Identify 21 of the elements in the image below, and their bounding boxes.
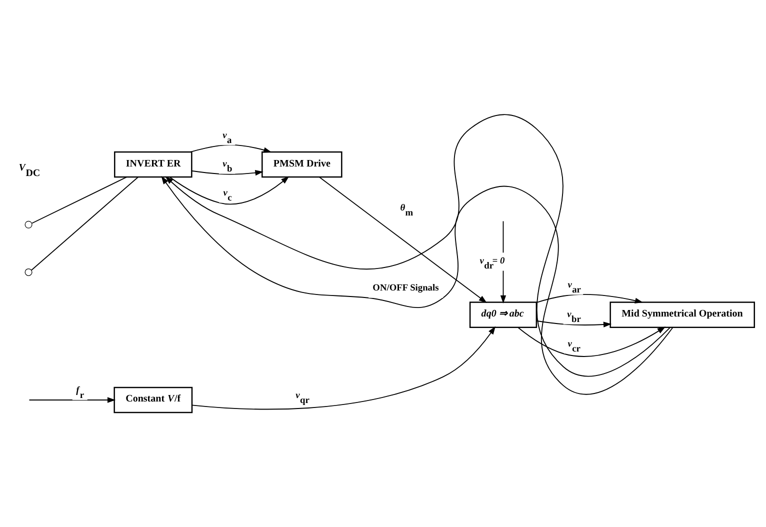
node-box: PMSM Drive: [262, 151, 342, 178]
node-box: INVERT ER: [114, 151, 192, 178]
arrow: [28, 397, 116, 403]
arrow: [536, 294, 644, 304]
arrow: [191, 170, 264, 176]
node-circle: [24, 268, 32, 276]
arrow: [536, 320, 612, 328]
arrow: [318, 176, 487, 304]
node-box: Mid Symmetrical Operation: [610, 302, 755, 328]
node-box: dq0 ⇒ abc: [469, 302, 538, 328]
arrow: [169, 176, 290, 205]
connector: [31, 176, 139, 271]
edge-label: ON/OFF Signals: [372, 284, 439, 294]
arrow: [165, 114, 671, 377]
node-box: Constant V/f: [114, 386, 193, 414]
connector: [32, 176, 128, 224]
arrow: [518, 326, 666, 357]
arrow: [190, 144, 272, 153]
node-circle: [24, 220, 32, 228]
arrow: [161, 176, 674, 395]
arrow: [192, 326, 496, 410]
